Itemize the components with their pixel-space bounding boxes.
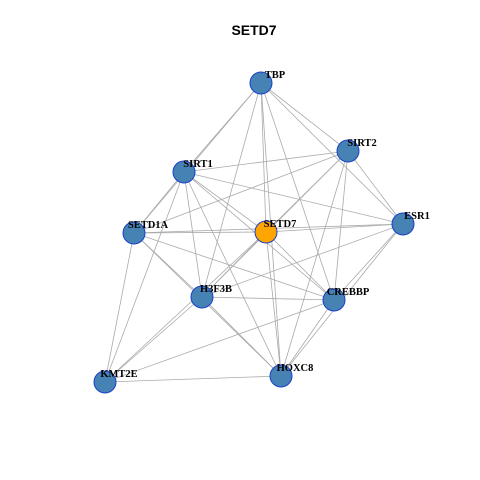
edge-layer xyxy=(104,82,404,383)
node-circle-sirt2 xyxy=(336,139,360,163)
node-hoxc8: HOXC8 xyxy=(269,363,314,388)
edge-sirt2-esr1 xyxy=(347,150,404,225)
edge-sirt2-hoxc8 xyxy=(280,150,349,377)
node-circle-h3f3b xyxy=(190,285,214,309)
edge-h3f3b-hoxc8 xyxy=(201,296,282,377)
edge-setd7-h3f3b xyxy=(201,231,267,298)
node-label-crebbp: CREBBP xyxy=(327,287,370,298)
edge-tbp-crebbp xyxy=(260,82,335,301)
edge-h3f3b-kmt2e xyxy=(104,296,203,383)
edge-crebbp-hoxc8 xyxy=(280,299,335,377)
edge-setd1a-kmt2e xyxy=(104,232,135,383)
node-circle-sirt1 xyxy=(172,160,196,184)
edge-tbp-esr1 xyxy=(260,82,404,225)
edge-sirt1-hoxc8 xyxy=(183,171,282,377)
node-setd1a: SETD1A xyxy=(122,220,169,245)
edge-setd7-kmt2e xyxy=(104,231,267,383)
diagram-title: SETD7 xyxy=(231,22,276,38)
node-circle-setd1a xyxy=(122,221,146,245)
edge-h3f3b-crebbp xyxy=(201,296,335,301)
node-label-setd1a: SETD1A xyxy=(128,220,169,231)
node-circle-tbp xyxy=(249,71,273,95)
edge-sirt1-setd7 xyxy=(183,171,267,233)
node-h3f3b: H3F3B xyxy=(190,284,232,309)
node-crebbp: CREBBP xyxy=(322,287,370,312)
edge-esr1-h3f3b xyxy=(201,223,404,298)
edge-setd7-crebbp xyxy=(265,231,335,301)
node-circle-kmt2e xyxy=(93,370,117,394)
node-setd7: SETD7 xyxy=(254,219,297,244)
edge-esr1-setd7 xyxy=(265,223,404,233)
edge-sirt2-sirt1 xyxy=(183,150,349,173)
node-label-sirt2: SIRT2 xyxy=(347,138,376,149)
edge-tbp-setd7 xyxy=(260,82,267,233)
node-esr1: ESR1 xyxy=(391,211,430,236)
node-label-esr1: ESR1 xyxy=(404,211,430,222)
edge-sirt1-kmt2e xyxy=(104,171,185,383)
node-label-kmt2e: KMT2E xyxy=(100,369,137,380)
node-label-setd7: SETD7 xyxy=(264,219,297,230)
node-circle-setd7 xyxy=(254,220,278,244)
node-label-sirt1: SIRT1 xyxy=(183,159,212,170)
edge-setd1a-crebbp xyxy=(133,232,335,301)
node-circle-crebbp xyxy=(322,288,346,312)
edge-sirt1-setd1a xyxy=(133,171,185,234)
node-label-tbp: TBP xyxy=(265,70,286,81)
node-tbp: TBP xyxy=(249,70,286,95)
edge-sirt2-crebbp xyxy=(333,150,349,301)
edge-setd7-hoxc8 xyxy=(265,231,282,377)
node-label-hoxc8: HOXC8 xyxy=(277,363,314,374)
edge-tbp-setd1a xyxy=(133,82,262,234)
node-kmt2e: KMT2E xyxy=(93,369,138,394)
node-sirt2: SIRT2 xyxy=(336,138,377,163)
node-label-h3f3b: H3F3B xyxy=(200,284,232,295)
edge-sirt1-h3f3b xyxy=(183,171,203,298)
node-sirt1: SIRT1 xyxy=(172,159,213,184)
edge-sirt1-esr1 xyxy=(183,171,404,225)
edge-tbp-h3f3b xyxy=(201,82,262,298)
edge-setd1a-setd7 xyxy=(133,231,267,234)
edge-hoxc8-kmt2e xyxy=(104,375,282,383)
edge-crebbp-kmt2e xyxy=(104,299,335,383)
node-circle-hoxc8 xyxy=(269,364,293,388)
node-circle-esr1 xyxy=(391,212,415,236)
edge-esr1-crebbp xyxy=(333,223,404,301)
edge-sirt2-setd1a xyxy=(133,150,349,234)
edge-tbp-sirt2 xyxy=(260,82,349,152)
